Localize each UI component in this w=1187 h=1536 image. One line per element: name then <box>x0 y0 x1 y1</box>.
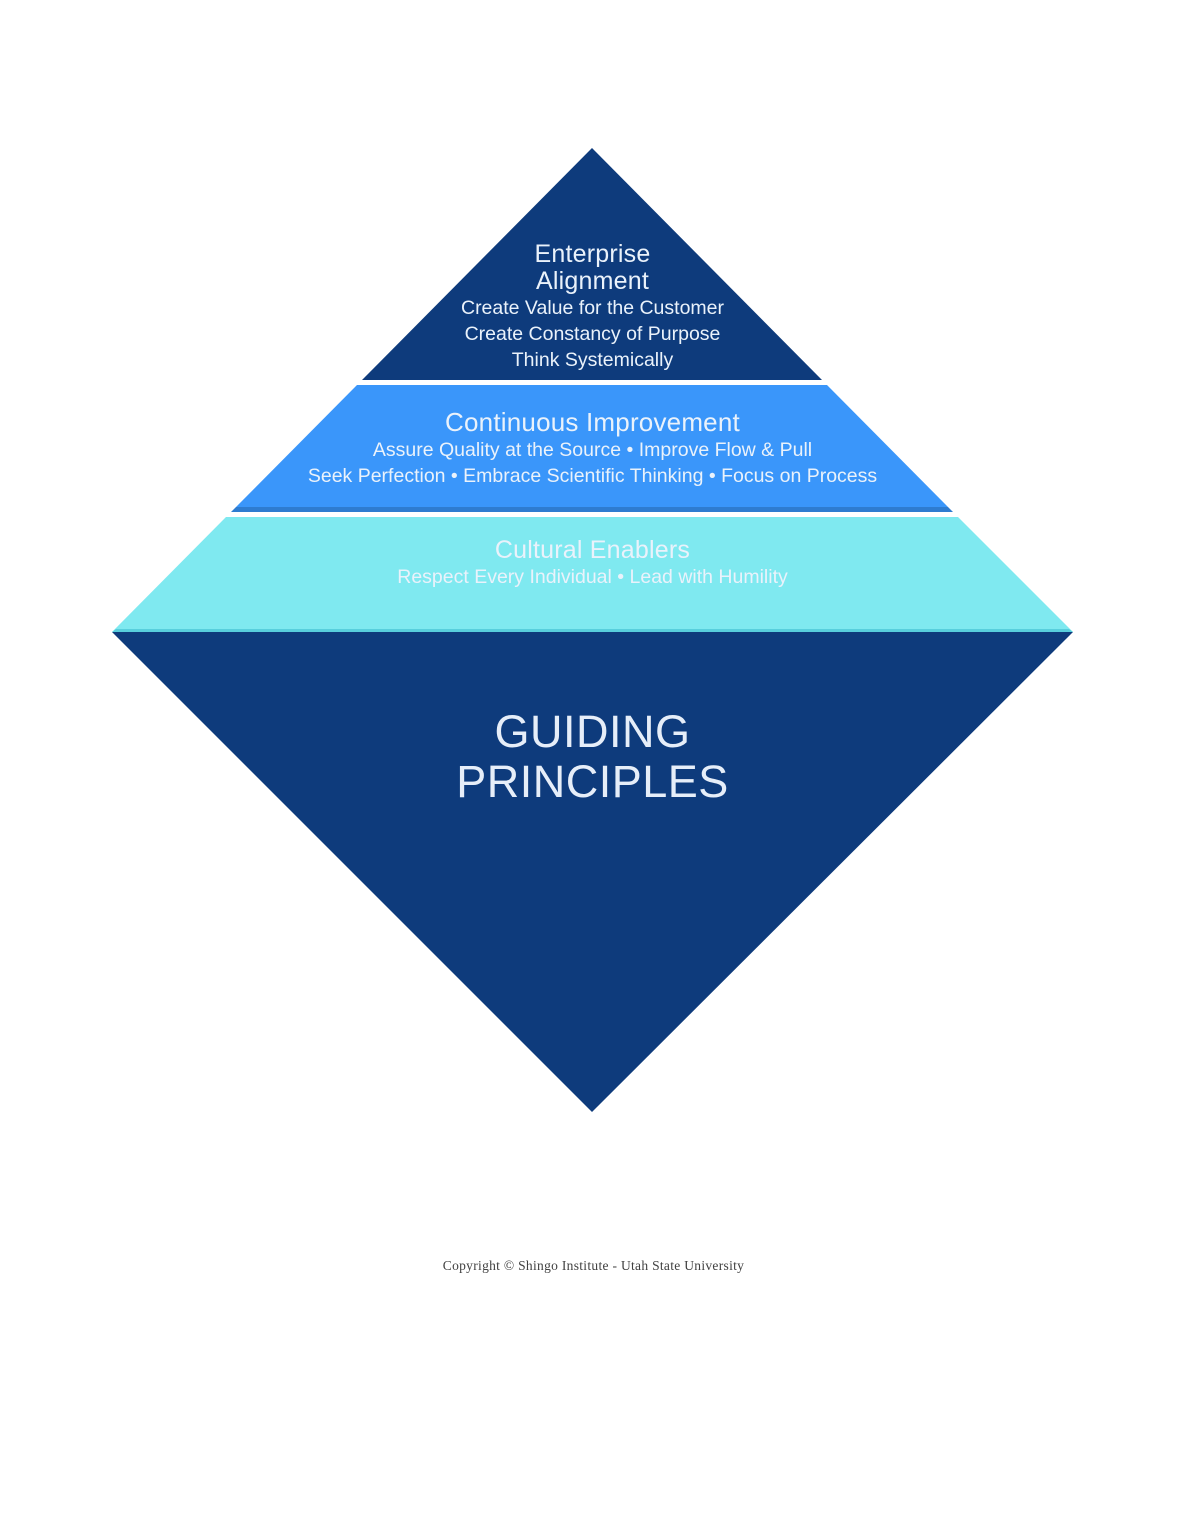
tier-guiding-principles-shape <box>112 632 1073 1112</box>
tier-cultural-enablers-bottom-edge <box>112 629 1073 632</box>
tier-cultural-enablers-shape <box>112 517 1073 632</box>
tier-enterprise-alignment-shape <box>362 148 822 380</box>
tier-continuous-improvement-bottom-edge <box>231 507 953 512</box>
tier-continuous-improvement-shape <box>236 385 948 507</box>
copyright-notice: Copyright © Shingo Institute - Utah Stat… <box>442 1258 745 1273</box>
